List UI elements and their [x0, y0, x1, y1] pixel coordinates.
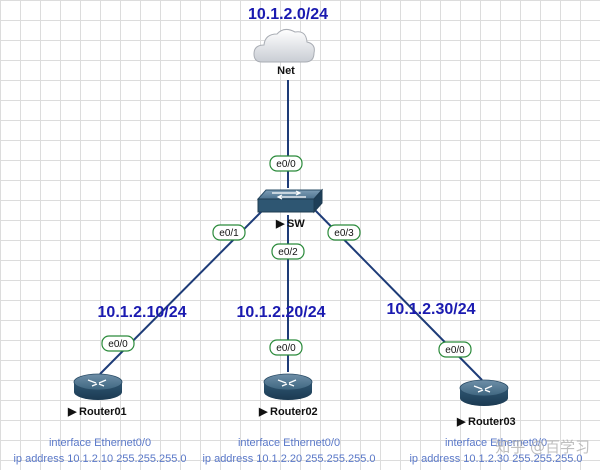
port-label: e0/0 [276, 343, 296, 354]
router02-node[interactable]: ▶ Router02 [258, 373, 318, 418]
router01-config: interface Ethernet0/0 ip address 10.1.2.… [0, 435, 200, 467]
port-router03-e0-0: e0/0 [438, 341, 472, 358]
router01-node[interactable]: ▶ Router01 [67, 373, 127, 418]
router01-label: Router01 [79, 406, 127, 418]
router03-label: Router03 [468, 416, 516, 428]
router03-node[interactable]: ▶ Router03 [456, 379, 516, 428]
switch-icon [256, 188, 324, 214]
config-line-interface: interface Ethernet0/0 [237, 437, 341, 449]
router02-config: interface Ethernet0/0 ip address 10.1.2.… [189, 435, 389, 467]
config-line-ip: ip address 10.1.2.30 255.255.255.0 [409, 453, 583, 465]
subnet-label-router02: 10.1.2.20/24 [237, 304, 326, 321]
router-icon [459, 379, 509, 406]
router-icon [263, 373, 313, 400]
port-router02-e0-0: e0/0 [269, 339, 303, 356]
port-sw-e0-0: e0/0 [269, 155, 303, 172]
net-node[interactable]: Net [253, 28, 315, 77]
router-icon [73, 373, 123, 400]
config-line-interface: interface Ethernet0/0 [444, 437, 548, 449]
subnet-label-router01: 10.1.2.10/24 [98, 304, 187, 321]
port-router01-e0-0: e0/0 [101, 335, 135, 352]
cloud-icon [253, 28, 315, 63]
router03-config: interface Ethernet0/0 ip address 10.1.2.… [396, 435, 596, 467]
router03-label-arrow: ▶ [456, 416, 466, 428]
switch-label-arrow: ▶ [275, 218, 285, 230]
port-label: e0/0 [276, 159, 296, 170]
subnet-label-net: 10.1.2.0/24 [248, 6, 328, 23]
router02-label-arrow: ▶ [258, 406, 268, 418]
watermark: 知乎 @百学习 [495, 438, 590, 456]
port-sw-e0-3: e0/3 [327, 224, 361, 241]
port-label: e0/0 [108, 339, 128, 350]
net-label: Net [277, 65, 295, 77]
router02-label: Router02 [270, 406, 318, 418]
switch-label: SW [287, 218, 305, 230]
config-line-interface: interface Ethernet0/0 [48, 437, 152, 449]
port-sw-e0-1: e0/1 [212, 224, 246, 241]
port-label: e0/0 [445, 345, 465, 356]
port-sw-e0-2: e0/2 [271, 243, 305, 260]
subnet-label-router03: 10.1.2.30/24 [387, 301, 476, 318]
port-label: e0/2 [278, 247, 298, 258]
port-label: e0/3 [334, 228, 354, 239]
config-line-ip: ip address 10.1.2.20 255.255.255.0 [202, 453, 376, 465]
router01-label-arrow: ▶ [67, 406, 77, 418]
config-line-ip: ip address 10.1.2.10 255.255.255.0 [13, 453, 187, 465]
port-label: e0/1 [219, 228, 239, 239]
switch-node[interactable]: ▶ SW [256, 188, 324, 230]
